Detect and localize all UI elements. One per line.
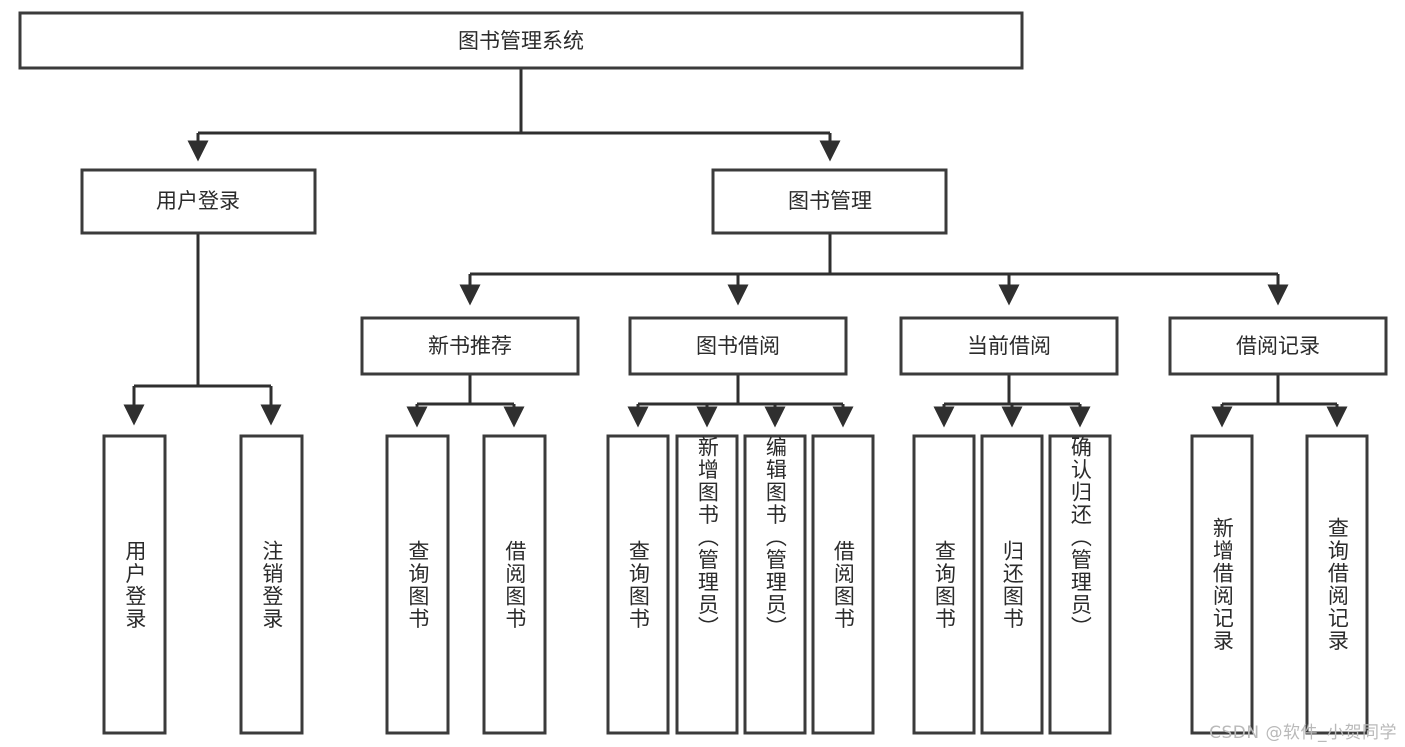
connector-userlogin-to-leaves [123, 233, 282, 426]
leaf-node-borrow-add-admin[interactable] [675, 434, 739, 735]
node-current-borrow[interactable]: 当前借阅 [899, 316, 1119, 376]
node-current-borrow-label: 当前借阅 [967, 334, 1051, 358]
connector-currentborrow-to-leaves [933, 374, 1091, 428]
node-root-system[interactable]: 图书管理系统 [18, 11, 1024, 70]
leaf-node-records-query[interactable] [1305, 434, 1369, 735]
node-user-login-label: 用户登录 [156, 189, 240, 213]
connector-borrowrecords-to-leaves [1211, 374, 1348, 428]
leaf-node-borrow-query[interactable] [606, 434, 670, 735]
node-book-management[interactable]: 图书管理 [711, 168, 948, 235]
connector-newbooks-to-leaves [406, 374, 525, 428]
connector-bookmgmt-to-level3 [459, 233, 1289, 306]
leaf-node-current-confirm-admin[interactable] [1048, 434, 1112, 735]
leaf-node-records-add[interactable] [1190, 434, 1254, 735]
connector-root-to-level2 [187, 68, 841, 162]
node-new-book-recommend-label: 新书推荐 [428, 334, 512, 358]
node-book-borrow-label: 图书借阅 [696, 334, 780, 358]
node-book-management-label: 图书管理 [788, 189, 872, 213]
node-user-login[interactable]: 用户登录 [80, 168, 317, 235]
leaf-node-borrow-edit-admin[interactable] [743, 434, 807, 735]
leaf-node-current-return[interactable] [980, 434, 1044, 735]
connector-bookborrow-to-leaves [627, 374, 854, 428]
node-borrow-records[interactable]: 借阅记录 [1168, 316, 1388, 376]
node-borrow-records-label: 借阅记录 [1236, 334, 1320, 358]
leaf-node-newbooks-query[interactable] [385, 434, 450, 735]
node-root-system-label: 图书管理系统 [458, 29, 584, 53]
node-book-borrow[interactable]: 图书借阅 [628, 316, 848, 376]
watermark-text: CSDN @软件_小贺同学 [1209, 723, 1397, 743]
leaf-node-user-login-logout[interactable] [239, 434, 304, 735]
leaf-node-current-query[interactable] [912, 434, 976, 735]
leaf-node-newbooks-borrow[interactable] [482, 434, 547, 735]
leaf-node-borrow-borrow[interactable] [811, 434, 875, 735]
node-new-book-recommend[interactable]: 新书推荐 [360, 316, 580, 376]
leaf-node-user-login-login[interactable] [102, 434, 167, 735]
